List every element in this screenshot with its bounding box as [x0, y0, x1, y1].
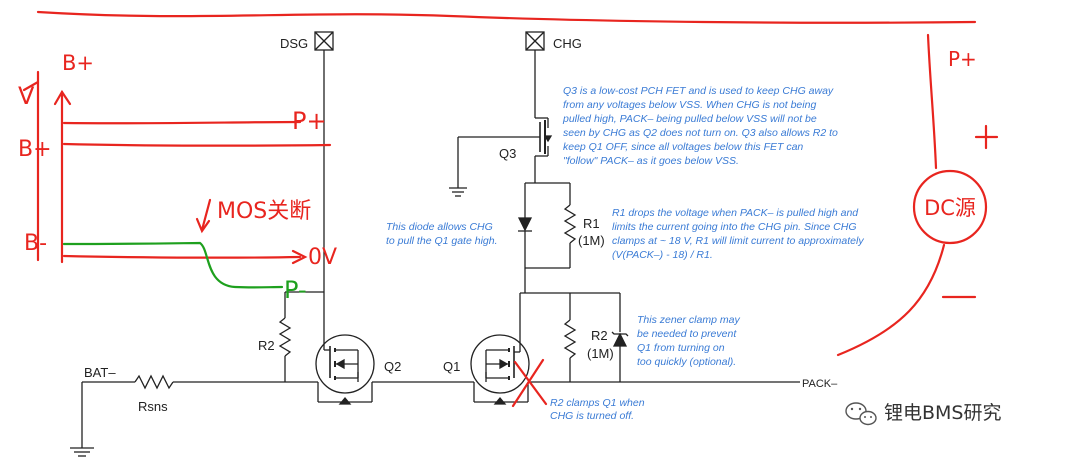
zener-diode [612, 332, 628, 347]
b-minus-green-line [62, 241, 284, 289]
rsns-label: Rsns [138, 399, 168, 414]
q1-cross-mark [513, 360, 548, 406]
mos-off-text: MOS关断 [217, 199, 311, 224]
note-line: This zener clamp may [637, 314, 740, 326]
red-annotations [22, 10, 999, 408]
r2-left-resistor [278, 317, 292, 357]
r1-label: R1 [583, 216, 600, 231]
mos-off-arrow [200, 198, 212, 232]
v-axis-text: V [18, 82, 35, 110]
rsns-resistor [134, 374, 174, 390]
right-red-bracket [836, 33, 946, 357]
note-line: This diode allows CHG [386, 221, 493, 233]
r1-note: R1 drops the voltage when PACK– is pulle… [612, 207, 864, 261]
note-line: R2 clamps Q1 when [550, 397, 645, 409]
q1-label: Q1 [443, 359, 460, 374]
q3-note: Q3 is a low-cost PCH FET and is used to … [562, 85, 838, 167]
pack-minus-label: PACK– [802, 378, 838, 390]
r2-left-label: R2 [258, 338, 275, 353]
wechat-icon [845, 402, 877, 426]
r1-resistor [563, 204, 577, 244]
note-line: clamps at ~ 18 V, R1 will limit current … [612, 235, 864, 247]
note-line: be needed to prevent [637, 328, 737, 340]
bat-minus-label: BAT– [84, 365, 116, 380]
note-line: Q3 is a low-cost PCH FET and is used to … [563, 85, 834, 97]
p-plus-line-text: P+ [292, 107, 327, 135]
chg-label: CHG [553, 36, 582, 51]
b-minus-text: B- [24, 231, 47, 256]
p-plus-right-text: P+ [948, 47, 977, 71]
b-plus-red-line [62, 142, 332, 147]
r1-value: (1M) [578, 233, 605, 248]
b-plus-top-text: B+ [62, 51, 94, 75]
note-line: seen by CHG as Q2 does not turn on. Q3 a… [563, 127, 838, 139]
q2-transistor [315, 334, 375, 405]
note-line: "follow" PACK– as it goes below VSS. [563, 155, 739, 167]
schematic [70, 31, 800, 457]
chg-diode [517, 217, 533, 232]
note-line: R1 drops the voltage when PACK– is pulle… [612, 207, 859, 219]
p-minus-text: P- [284, 276, 307, 304]
zener-note: This zener clamp may be needed to prevent… [637, 314, 740, 368]
note-line: Q1 from turning on [637, 342, 725, 354]
note-line: from any voltages below VSS. When CHG is… [563, 99, 816, 111]
note-line: keep Q1 OFF, since all voltages below th… [563, 141, 803, 153]
watermark: 锂电BMS研究 [845, 402, 1002, 426]
note-line: (V(PACK–) - 18) / R1. [612, 249, 713, 261]
q2-label: Q2 [384, 359, 401, 374]
r2-right-value: (1M) [587, 346, 614, 361]
green-annotations [62, 241, 284, 289]
note-line: pulled high, PACK– being pulled below VS… [562, 113, 817, 125]
top-red-line [36, 10, 977, 24]
r2-right-resistor [563, 319, 577, 359]
dsg-label: DSG [280, 36, 308, 51]
watermark-text: 锂电BMS研究 [884, 402, 1002, 424]
note-line: limits the current going into the CHG pi… [612, 221, 857, 233]
q3-transistor [449, 117, 553, 197]
zero-v-red-line [62, 254, 302, 259]
b-plus-left-text: B+ [18, 137, 52, 162]
p-plus-red-line [62, 120, 302, 125]
diode-note: This diode allows CHG to pull the Q1 gate… [386, 221, 498, 247]
r2-right-label: R2 [591, 328, 608, 343]
zero-v-text: 0V [308, 245, 337, 270]
q3-label: Q3 [499, 146, 516, 161]
note-line: to pull the Q1 gate high. [386, 235, 498, 247]
note-line: too quickly (optional). [637, 356, 736, 368]
dc-source-text: DC源 [924, 196, 976, 220]
dc-source-circle [912, 169, 988, 245]
note-line: CHG is turned off. [550, 410, 634, 422]
